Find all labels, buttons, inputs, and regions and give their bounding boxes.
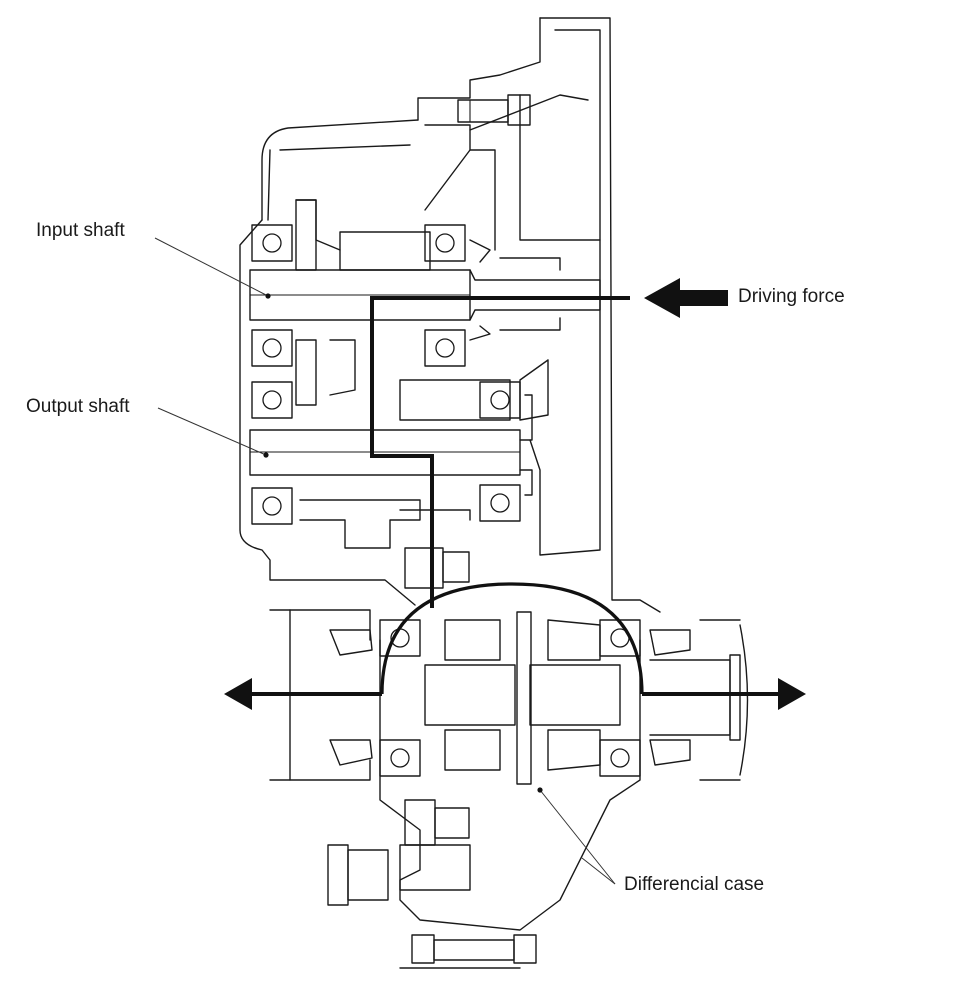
top-bolt [457,94,531,126]
bearings-upper [251,224,533,525]
right-output-arrow [778,678,806,710]
housing-outline [239,17,661,613]
leader-lines [154,237,616,885]
left-output-arrow [224,678,252,710]
input-shaft [249,199,601,331]
torque-flow-path [242,296,785,696]
lower-bolts [327,799,537,969]
output-shaft-label: Output shaft [26,396,130,417]
output-shaft [249,339,521,589]
input-shaft-label: Input shaft [36,220,125,241]
driving-force-label: Driving force [738,286,845,307]
driving-force-arrow [644,278,728,318]
differential-case-label: Differencial case [624,874,765,895]
right-axle [649,619,749,781]
differential [329,611,691,931]
